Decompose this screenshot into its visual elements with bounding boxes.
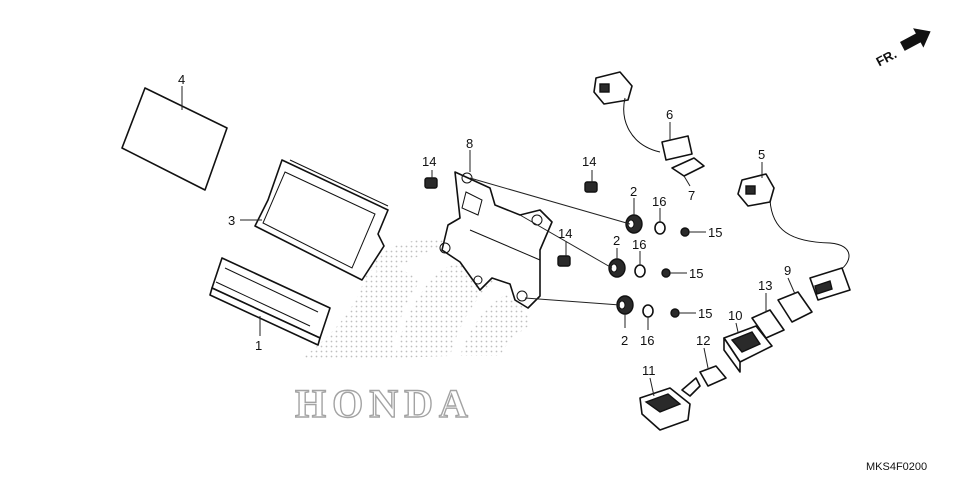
- callout-15-b: 15: [689, 266, 703, 281]
- callout-3: 3: [228, 213, 235, 228]
- callout-5: 5: [758, 147, 765, 162]
- part-3-cover: [254, 159, 389, 281]
- part-15-screw-b: [661, 268, 671, 278]
- part-14-bolt-c: [557, 255, 571, 267]
- part-16-collar-b: [634, 264, 646, 278]
- callout-14-b: 14: [582, 154, 596, 169]
- part-15-screw-c: [670, 308, 680, 318]
- part-10-socket: [723, 325, 773, 373]
- part-2-grommet-c: [616, 295, 634, 315]
- callout-14-a: 14: [422, 154, 436, 169]
- part-12-cap: [699, 365, 727, 387]
- part-4-film: [121, 87, 228, 191]
- callout-15-a: 15: [708, 225, 722, 240]
- callout-7: 7: [688, 188, 695, 203]
- callout-16-c: 16: [640, 333, 654, 348]
- callout-2-b: 2: [613, 233, 620, 248]
- part-1-meter-unit: [209, 257, 331, 346]
- callout-2-c: 2: [621, 333, 628, 348]
- honda-wing-watermark: HONDA: [294, 237, 530, 427]
- callout-2-a: 2: [630, 184, 637, 199]
- callout-13: 13: [758, 278, 772, 293]
- callout-6: 6: [666, 107, 673, 122]
- callout-10: 10: [728, 308, 742, 323]
- part-8-stay: [439, 171, 553, 309]
- part-11-cover: [639, 377, 701, 431]
- callout-16-b: 16: [632, 237, 646, 252]
- part-9-seal: [777, 291, 813, 323]
- part-13-seal: [751, 309, 785, 339]
- callout-15-c: 15: [698, 306, 712, 321]
- callout-1: 1: [255, 338, 262, 353]
- part-7-tape: [671, 157, 705, 177]
- honda-watermark-text: HONDA: [295, 381, 474, 426]
- callout-labels: 4 3 1 8 14 14 14 2 2 2 16 16 16 15 15 15…: [178, 72, 791, 378]
- callout-14-c: 14: [558, 226, 572, 241]
- part-16-collar-c: [642, 304, 654, 318]
- part-14-bolt-a: [424, 177, 438, 189]
- leader-lines: [181, 86, 796, 397]
- part-15-screw-a: [680, 227, 690, 237]
- callout-4: 4: [178, 72, 185, 87]
- part-2-grommet-b: [608, 258, 626, 278]
- callout-11: 11: [642, 363, 656, 378]
- callout-9: 9: [784, 263, 791, 278]
- front-indicator-label: FR.: [874, 46, 900, 69]
- callout-12: 12: [696, 333, 710, 348]
- part-16-collar-a: [654, 221, 666, 235]
- callout-16-a: 16: [652, 194, 666, 209]
- figure-code: MKS4F0200: [866, 461, 927, 473]
- part-2-grommet-a: [625, 214, 643, 234]
- part-5-harness: [737, 173, 851, 301]
- callout-8: 8: [466, 136, 473, 151]
- part-14-bolt-b: [584, 181, 598, 193]
- front-direction-arrow: FR.: [874, 28, 931, 69]
- part-6-harness: [593, 71, 693, 161]
